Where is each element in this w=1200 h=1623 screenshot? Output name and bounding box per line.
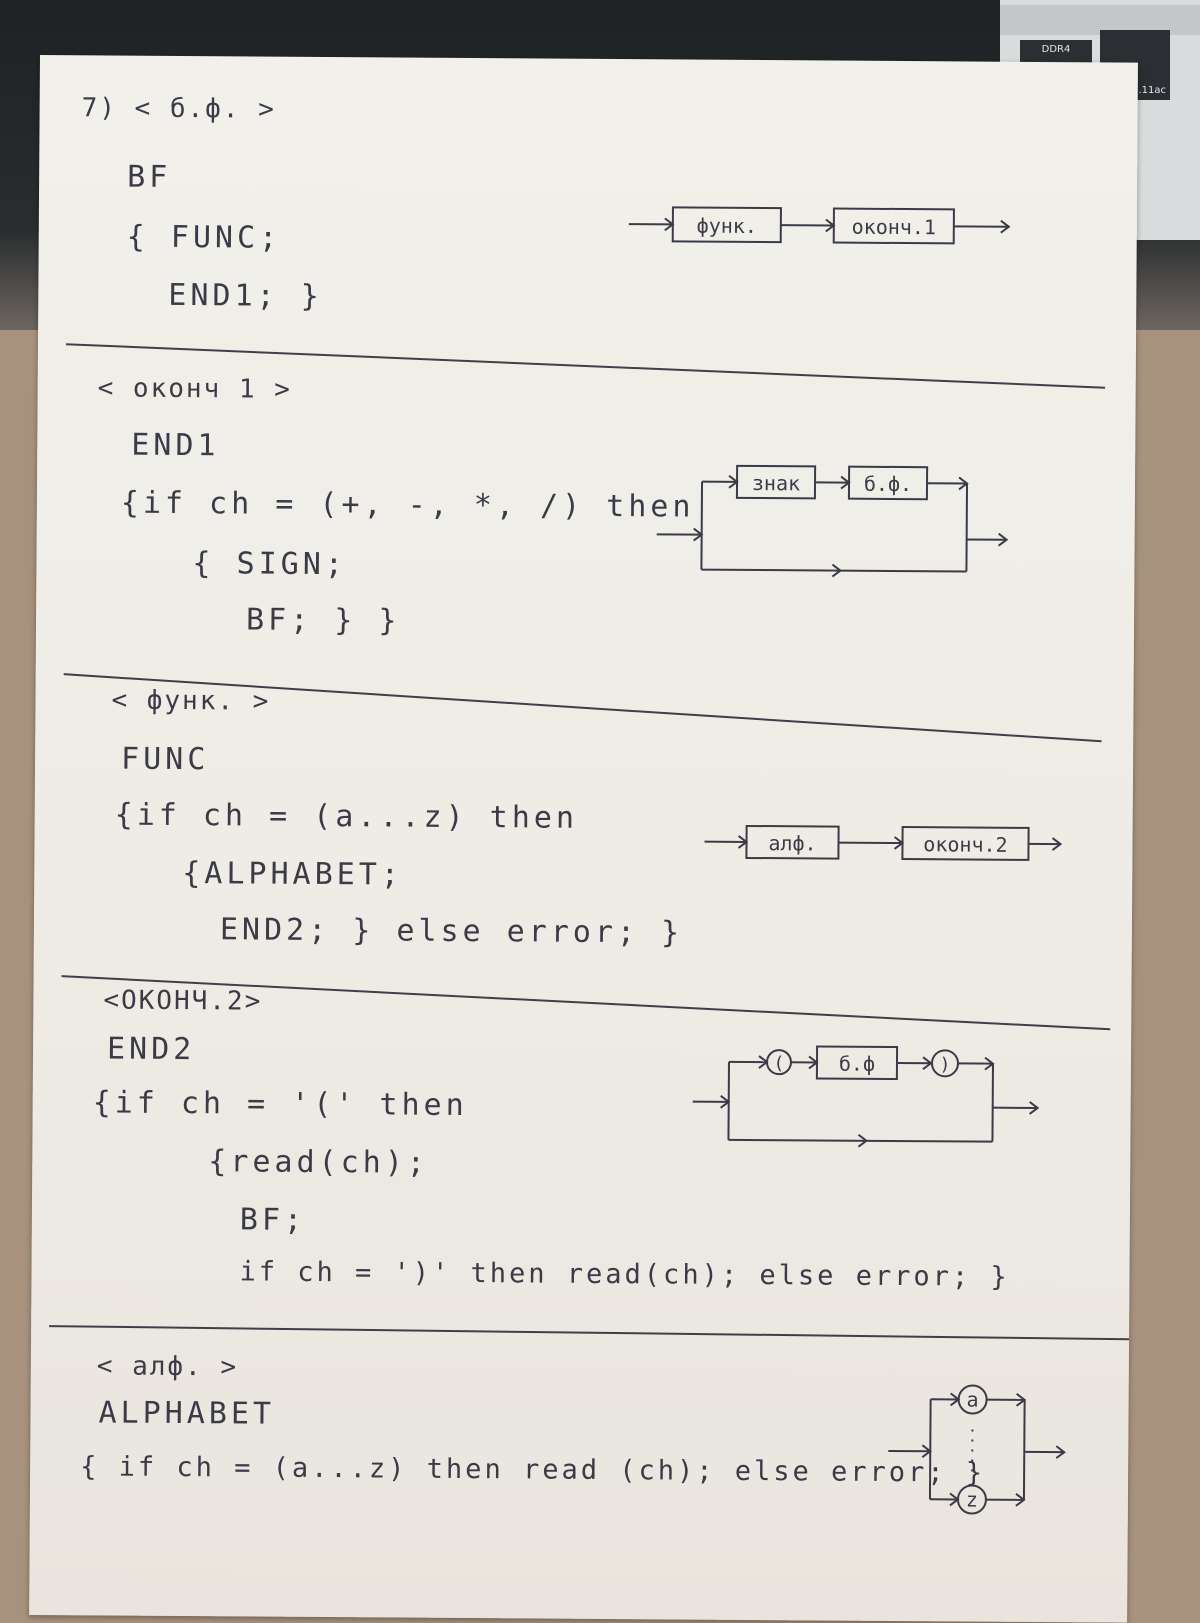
code-line: {if ch = '(' then <box>93 1085 468 1123</box>
diagram-label: б.ф. <box>864 472 912 496</box>
code-line: FUNC <box>121 742 209 778</box>
syntax-diagram: знак б.ф. <box>656 459 1017 592</box>
code-line: { if ch = (a...z) then read (ch); else e… <box>80 1451 985 1488</box>
diagram-label: знак <box>752 471 800 495</box>
diagram-label: оконч.1 <box>852 215 936 240</box>
diagram-label: функ. <box>697 214 757 238</box>
diagram-label: ( <box>773 1053 784 1074</box>
code-line: END1 <box>131 428 219 464</box>
diagram-label: z <box>966 1487 978 1511</box>
code-line: END2; } else error; } <box>220 912 684 950</box>
code-line: {ALPHABET; <box>182 856 403 893</box>
code-line: BF <box>127 160 171 195</box>
code-line: END1; } <box>168 278 323 314</box>
diagram-label: a <box>967 1388 979 1412</box>
code-line: ALPHABET <box>98 1395 275 1431</box>
syntax-diagram: алф. оконч.2 <box>704 820 1064 873</box>
code-line: BF; } } <box>246 602 401 638</box>
code-line: { SIGN; <box>192 546 347 582</box>
section-header: < функ. > <box>111 686 270 717</box>
section-header: < алф. > <box>97 1351 238 1382</box>
diagram-label: ) <box>939 1054 950 1075</box>
paper-sheet: 7) < б.ф. > BF { FUNC; END1; } функ. око… <box>29 55 1138 1623</box>
code-line: END2 <box>107 1031 195 1067</box>
syntax-diagram: a z <box>888 1379 1089 1530</box>
section-header: 7) < б.ф. > <box>82 93 276 124</box>
syntax-diagram: ( б.ф ) <box>692 1040 1073 1153</box>
ddr-label: DDR4 <box>1042 44 1071 55</box>
diagram-label: алф. <box>768 831 816 855</box>
code-line: { FUNC; <box>127 220 282 256</box>
section-divider <box>49 1325 1129 1340</box>
code-line: if ch = ')' then read(ch); else error; } <box>239 1256 1009 1292</box>
diagram-label: оконч.2 <box>923 832 1007 857</box>
section-header: <ОКОНЧ.2> <box>103 985 262 1016</box>
wifi-label: .11ac <box>1138 85 1166 96</box>
section-header: < оконч 1 > <box>98 373 292 404</box>
code-line: BF; <box>240 1202 306 1237</box>
syntax-diagram: функ. оконч.1 <box>629 199 1029 262</box>
code-line: {read(ch); <box>208 1144 429 1181</box>
code-line: {if ch = (a...z) then <box>115 798 579 836</box>
diagram-label: б.ф <box>839 1052 875 1076</box>
code-line: {if ch = (+, -, *, /) then <box>121 486 695 525</box>
